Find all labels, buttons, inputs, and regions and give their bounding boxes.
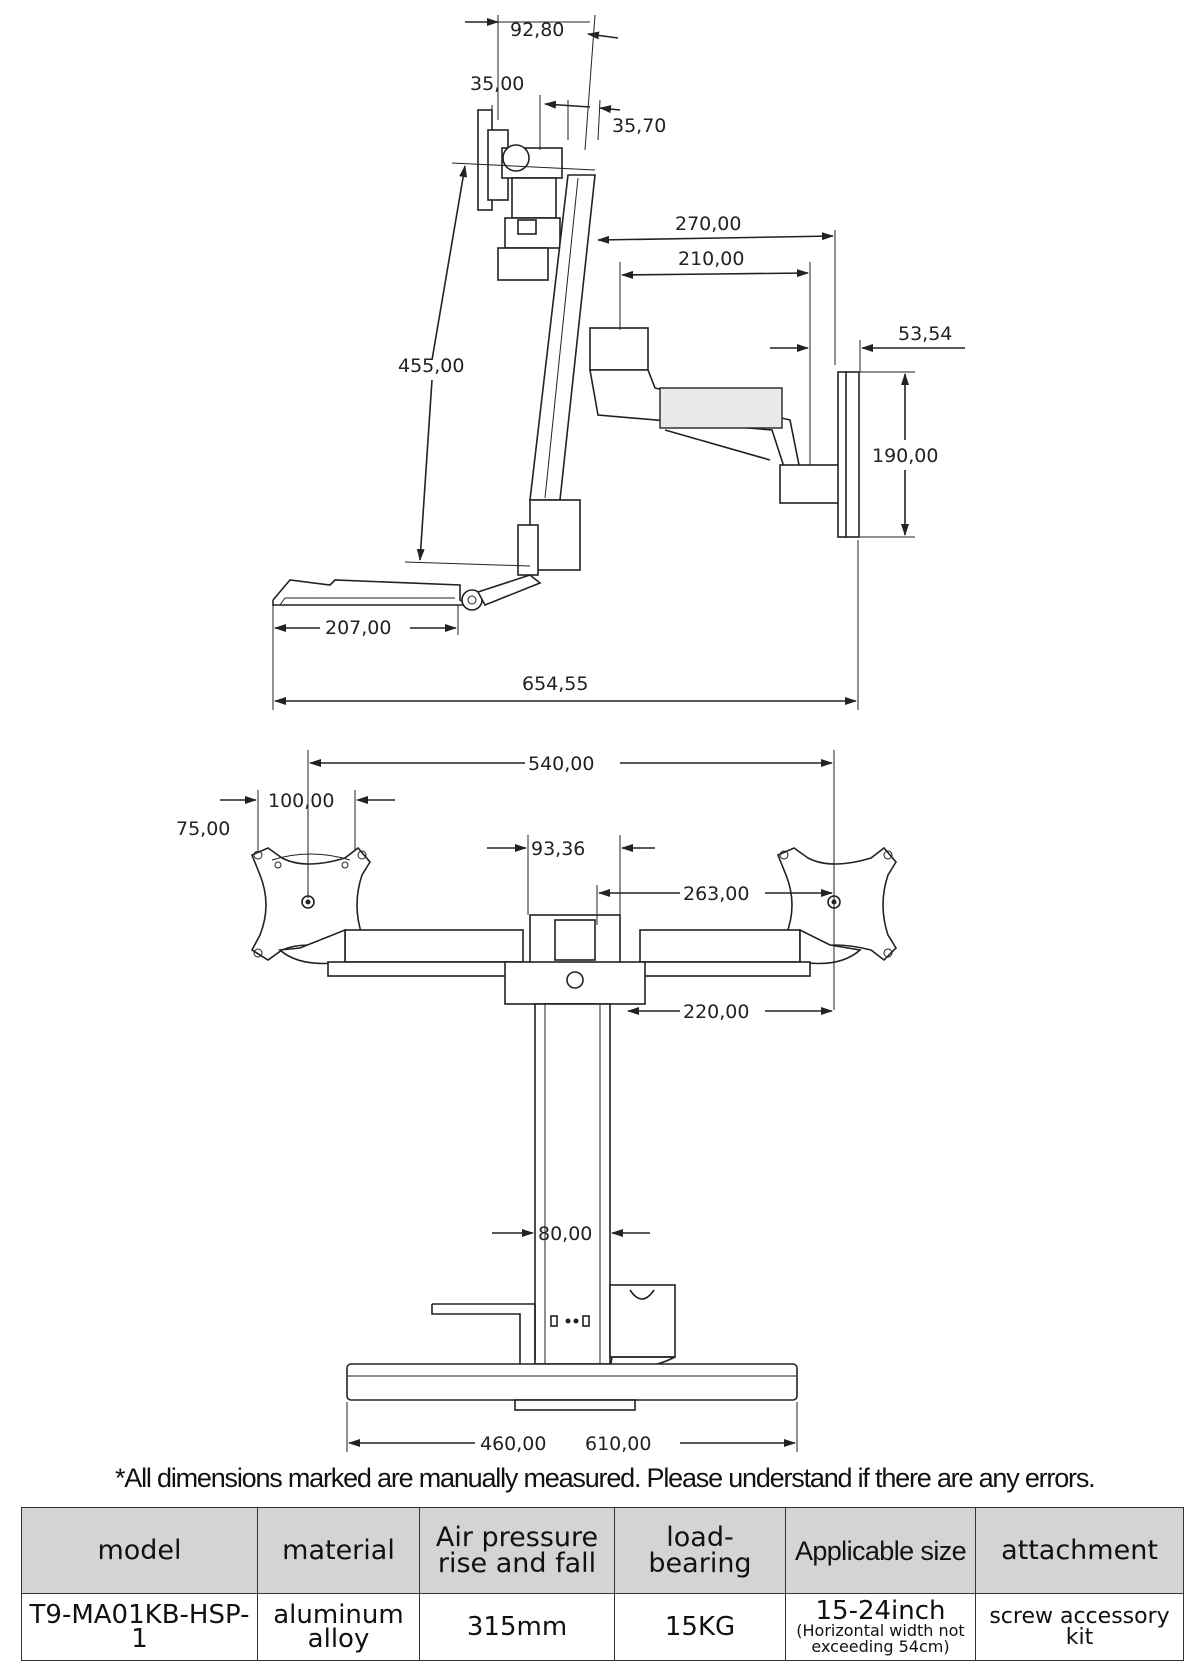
dim-654-55: 654,55 [522, 673, 588, 695]
cell-air-pressure: 315mm [419, 1593, 615, 1661]
dim-270: 270,00 [675, 213, 741, 235]
cell-material-line1: aluminum [273, 1600, 404, 1630]
dim-220: 220,00 [683, 1001, 749, 1023]
header-air-line2: rise and fall [437, 1547, 597, 1579]
front-view-dimensions: 540,00 100,00 75,00 93,36 263,00 220,00 … [176, 750, 835, 1455]
dim-80: 80,00 [538, 1223, 592, 1245]
header-applicable-size: Applicable size [785, 1507, 976, 1594]
cell-material-line2: alloy [307, 1624, 370, 1654]
cell-size-sub2: exceeding 54cm) [811, 1637, 950, 1656]
dim-100: 100,00 [268, 790, 334, 812]
dim-455: 455,00 [398, 355, 464, 377]
header-model: model [21, 1507, 258, 1594]
dim-35-70: 35,70 [612, 115, 666, 137]
dim-75: 75,00 [176, 818, 230, 840]
dim-207: 207,00 [325, 617, 391, 639]
dim-35-00: 35,00 [470, 73, 524, 95]
cell-model: T9-MA01KB-HSP-1 [21, 1593, 258, 1661]
cell-size-main: 15-24inch [815, 1596, 946, 1626]
header-air-pressure: Air pressure rise and fall [419, 1507, 615, 1594]
header-air-line1: Air pressure [435, 1521, 599, 1553]
header-material: material [257, 1507, 420, 1594]
cell-attachment: screw accessory kit [975, 1593, 1184, 1661]
header-attachment: attachment [975, 1507, 1184, 1594]
header-load-bearing: load-bearing [614, 1507, 786, 1594]
cell-material: aluminum alloy [257, 1593, 420, 1661]
dim-190: 190,00 [872, 445, 938, 467]
cell-attachment-line2: kit [1065, 1625, 1094, 1650]
cell-applicable-size: 15-24inch (Horizontal width not exceedin… [785, 1593, 976, 1661]
dim-210: 210,00 [678, 248, 744, 270]
side-view-dimensions: 92,80 35,00 35,70 270,00 210,00 53,54 45… [272, 14, 965, 710]
spec-header-row: model material Air pressure rise and fal… [21, 1507, 1184, 1594]
cell-load-bearing: 15KG [614, 1593, 786, 1661]
measurement-note: *All dimensions marked are manually meas… [115, 1463, 1096, 1493]
dim-460: 460,00 [480, 1433, 546, 1455]
side-view-drawing [272, 109, 860, 611]
cell-size-sub1: (Horizontal width not [796, 1621, 965, 1640]
front-view-drawing [250, 846, 898, 1411]
dim-540: 540,00 [528, 753, 594, 775]
spec-row: T9-MA01KB-HSP-1 aluminum alloy 315mm 15K… [21, 1593, 1184, 1661]
spec-table: model material Air pressure rise and fal… [21, 1507, 1184, 1661]
dim-93-36: 93,36 [531, 838, 585, 860]
dim-610: 610,00 [585, 1433, 651, 1455]
dim-53-54: 53,54 [898, 323, 952, 345]
dim-263: 263,00 [683, 883, 749, 905]
dim-92-80: 92,80 [510, 19, 564, 41]
cell-attachment-line1: screw accessory [989, 1604, 1170, 1629]
